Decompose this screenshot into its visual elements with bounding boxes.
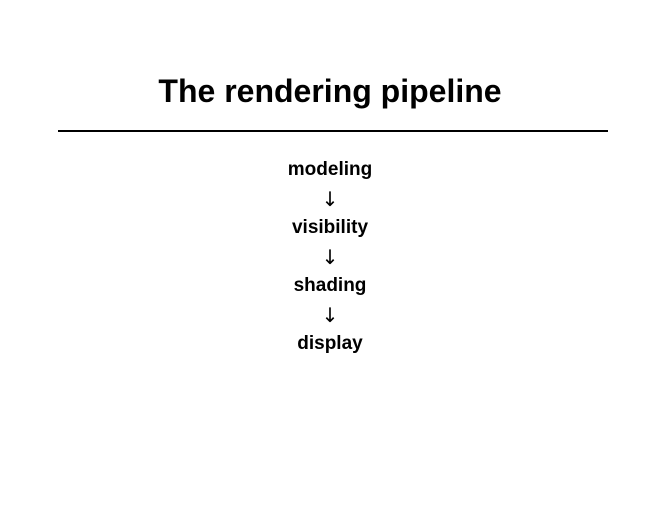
down-arrow-icon: ↓ [321,245,339,269]
down-arrow-icon: ↓ [321,187,339,211]
down-arrow-icon: ↓ [321,303,339,327]
rendering-pipeline-flow: modeling ↓ visibility ↓ shading ↓ displa… [0,158,660,356]
page-title: The rendering pipeline [158,73,502,109]
pipeline-stage-shading: shading [293,275,367,296]
pipeline-stage-display: display [297,333,363,354]
pipeline-stage-modeling: modeling [287,159,373,180]
pipeline-stage-visibility: visibility [291,217,369,238]
title-divider [58,130,608,132]
